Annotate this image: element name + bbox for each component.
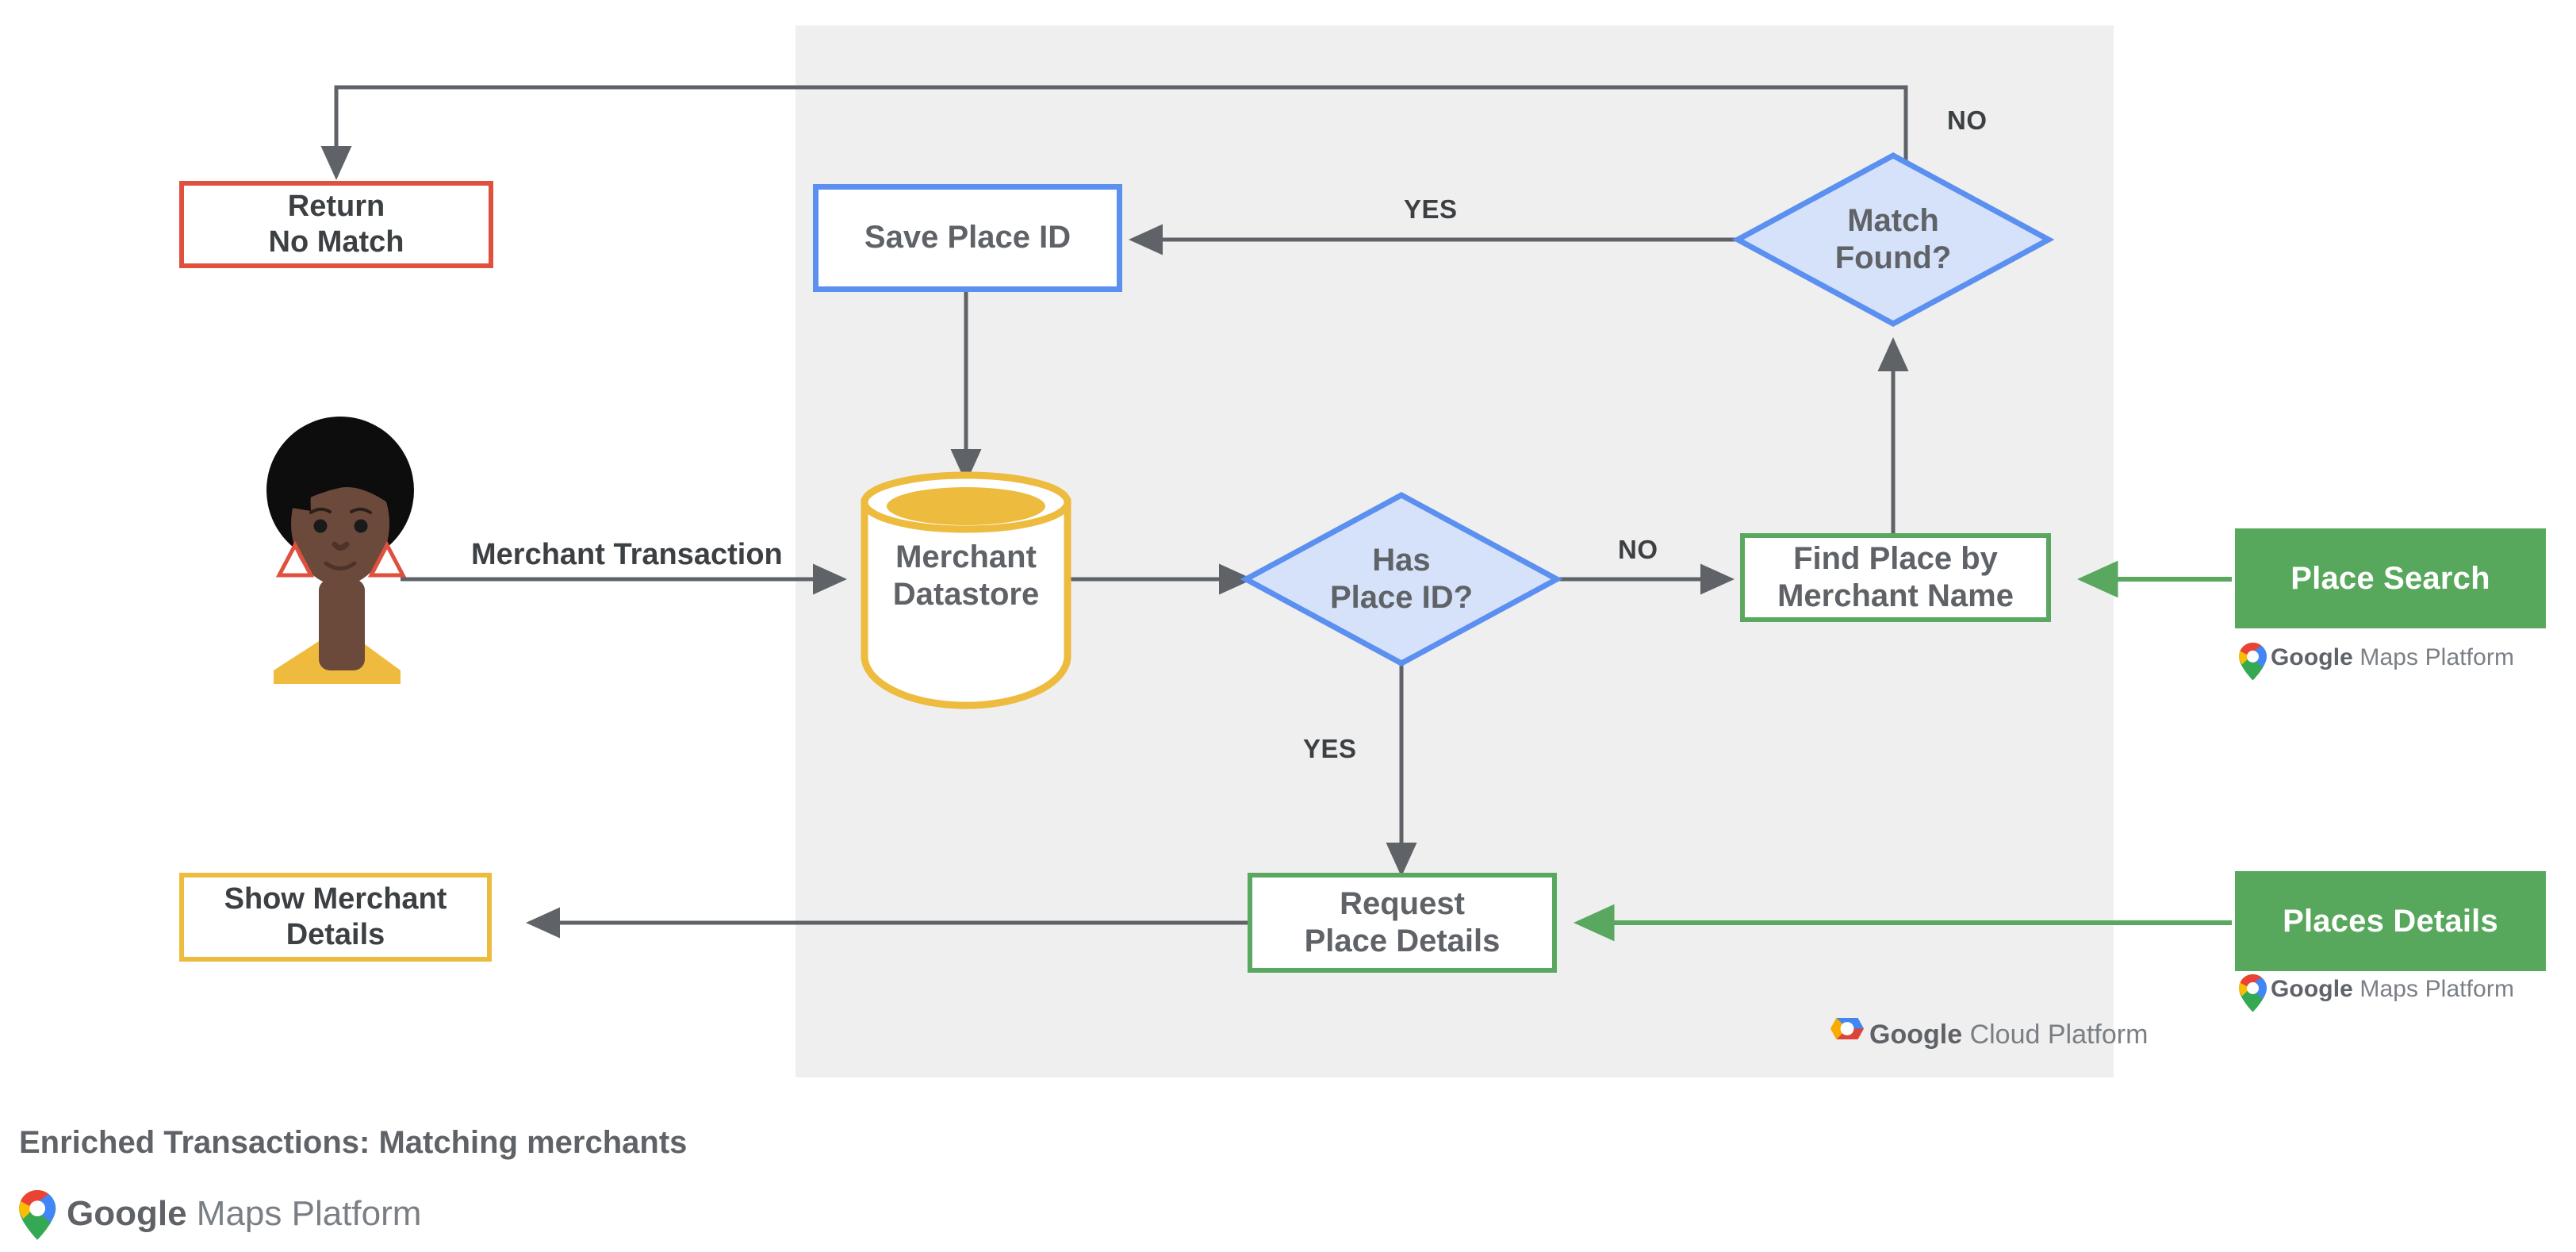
footer-rest-word: Maps Platform bbox=[196, 1194, 422, 1233]
edge-label-merchant-transaction: Merchant Transaction bbox=[471, 538, 783, 571]
node-find-place-line1: Find Place by bbox=[1793, 540, 1998, 576]
gmp-rest-word-1: Maps Platform bbox=[2359, 644, 2515, 670]
edge-label-yes-place-id: YES bbox=[1303, 734, 1357, 763]
gcp-brand-label: Google Cloud Platform bbox=[1869, 1020, 2148, 1050]
node-request-place-details-line2: Place Details bbox=[1304, 924, 1501, 958]
node-request-place-details-line1: Request bbox=[1340, 885, 1465, 921]
gcp-hex-icon bbox=[1830, 1018, 1864, 1039]
gmp-pin-icon-2 bbox=[2239, 974, 2267, 1012]
footer-gmp-brand: Google Maps Platform bbox=[67, 1194, 421, 1234]
node-places-details-label: Places Details bbox=[2283, 903, 2498, 939]
node-request-place-details[interactable]: Request Place Details bbox=[1248, 873, 1557, 973]
footer-google-word: Google bbox=[67, 1194, 187, 1233]
node-save-place-id-label: Save Place ID bbox=[864, 220, 1071, 255]
node-save-place-id[interactable]: Save Place ID bbox=[813, 184, 1122, 292]
gmp-google-word-1: Google bbox=[2271, 644, 2353, 670]
footer-gmp-text: Google Maps Platform bbox=[67, 1194, 421, 1234]
node-find-place-line2: Merchant Name bbox=[1777, 578, 2014, 613]
node-show-merchant-details-line1: Show Merchant bbox=[224, 882, 447, 916]
gmp-brand-places-details: Google Maps Platform bbox=[2271, 976, 2514, 1003]
node-return-no-match-label: Return No Match bbox=[269, 189, 404, 260]
edge-label-yes-match: YES bbox=[1404, 194, 1458, 224]
node-show-merchant-details[interactable]: Show Merchant Details bbox=[179, 873, 492, 962]
node-find-place-label: Find Place by Merchant Name bbox=[1777, 540, 2014, 615]
footer-gmp-pin-icon bbox=[19, 1190, 56, 1240]
gmp-google-word-2: Google bbox=[2271, 976, 2353, 1002]
node-request-place-details-label: Request Place Details bbox=[1305, 885, 1501, 960]
gmp-brand-text-1: Google Maps Platform bbox=[2271, 644, 2514, 671]
gcp-brand-text: Google Cloud Platform bbox=[1869, 1020, 2148, 1050]
diagram-caption: Enriched Transactions: Matching merchant… bbox=[19, 1125, 688, 1160]
node-merchant-datastore-label: Merchant Datastore bbox=[849, 533, 1083, 619]
node-show-merchant-details-label: Show Merchant Details bbox=[224, 881, 447, 953]
node-show-merchant-details-line2: Details bbox=[286, 918, 385, 951]
gcp-google-word: Google bbox=[1869, 1020, 1963, 1050]
cylinder-merchant-datastore bbox=[861, 471, 1071, 709]
diamond-match-found bbox=[1731, 152, 2055, 327]
node-merchant-datastore-line2: Datastore bbox=[892, 577, 1040, 612]
node-places-details[interactable]: Places Details bbox=[2235, 871, 2546, 971]
diamond-has-place-id bbox=[1240, 492, 1563, 666]
edge-label-no-place-id: NO bbox=[1618, 535, 1658, 564]
user-avatar bbox=[266, 417, 414, 684]
gmp-brand-place-search: Google Maps Platform bbox=[2271, 644, 2514, 671]
node-place-search-label: Place Search bbox=[2290, 560, 2490, 596]
gcp-rest-word: Cloud Platform bbox=[1969, 1020, 2149, 1050]
node-return-no-match[interactable]: Return No Match bbox=[179, 181, 493, 268]
node-place-search[interactable]: Place Search bbox=[2235, 528, 2546, 628]
node-return-no-match-line1: Return bbox=[287, 190, 385, 224]
gmp-brand-text-2: Google Maps Platform bbox=[2271, 976, 2514, 1003]
node-find-place-by-merchant-name[interactable]: Find Place by Merchant Name bbox=[1740, 533, 2051, 622]
gmp-pin-icon-1 bbox=[2239, 643, 2267, 681]
edge-label-no-match: NO bbox=[1947, 106, 1988, 135]
node-merchant-datastore-line1: Merchant bbox=[895, 539, 1037, 574]
gmp-rest-word-2: Maps Platform bbox=[2359, 976, 2515, 1002]
node-return-no-match-line2: No Match bbox=[268, 225, 404, 259]
